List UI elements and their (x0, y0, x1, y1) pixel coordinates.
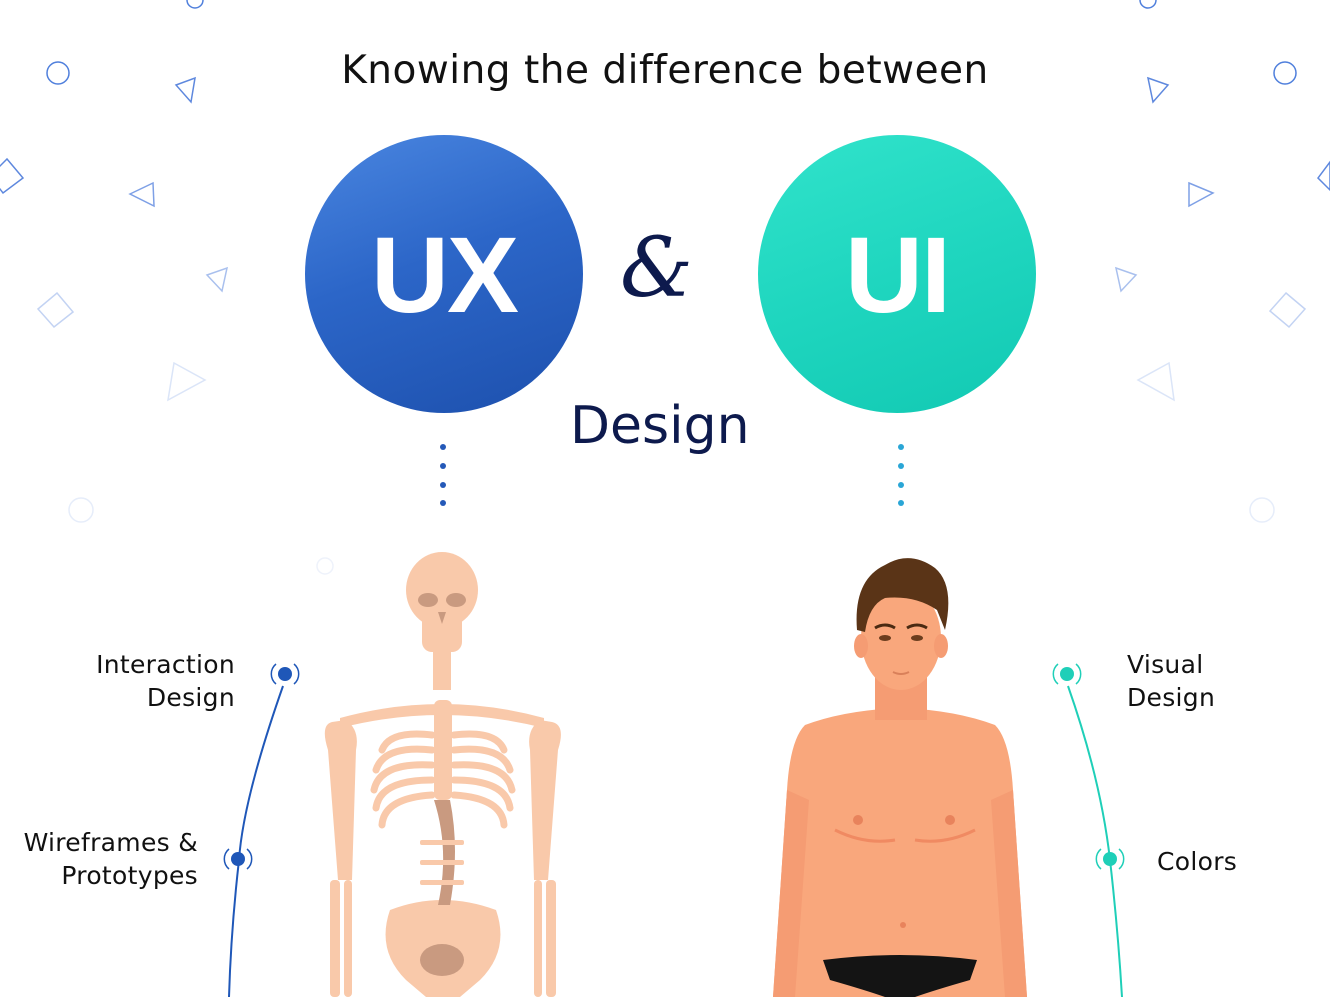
circle-shape-icon (68, 497, 94, 523)
ui-label: UI (845, 213, 951, 335)
circle-shape-icon (186, 0, 204, 9)
ui-circle: UI (758, 135, 1036, 413)
diamond-shape-icon (0, 157, 25, 195)
circle-shape-icon (316, 557, 334, 575)
design-subtitle: Design (570, 396, 750, 456)
circle-shape-icon (1249, 497, 1275, 523)
triangle-shape-icon (167, 361, 207, 402)
ui-item-visual-design: Visual Design (1127, 650, 1216, 712)
ui-node-1-icon (1052, 663, 1082, 685)
ui-item-colors: Colors (1157, 847, 1238, 876)
diamond-shape-icon (1268, 291, 1307, 329)
ux-label: UX (370, 213, 519, 335)
skeleton-illustration (324, 552, 561, 997)
ux-node-1-icon (270, 663, 300, 685)
triangle-shape-icon (1114, 266, 1138, 293)
ux-circle: UX (305, 135, 583, 413)
ux-node-2-icon (223, 848, 253, 870)
ampersand: & (620, 221, 693, 316)
triangle-shape-icon (1146, 76, 1170, 104)
page-title: Knowing the difference between (341, 48, 989, 93)
triangle-shape-icon (1136, 361, 1175, 402)
circle-shape-icon (1273, 61, 1297, 85)
triangle-shape-icon (1188, 181, 1215, 208)
triangle-shape-icon (128, 181, 155, 208)
triangle-shape-icon (174, 76, 196, 104)
ux-item-interaction-design: Interaction Design (96, 650, 235, 712)
ux-item-wireframes-prototypes: Wireframes & Prototypes (23, 828, 198, 890)
circle-shape-icon (1139, 0, 1157, 9)
diamond-shape-icon (36, 291, 75, 329)
triangle-shape-icon (205, 266, 229, 293)
ui-node-2-icon (1095, 848, 1125, 870)
circle-shape-icon (46, 61, 70, 85)
diamond-shape-icon (1317, 160, 1330, 192)
human-body-illustration (773, 558, 1027, 997)
